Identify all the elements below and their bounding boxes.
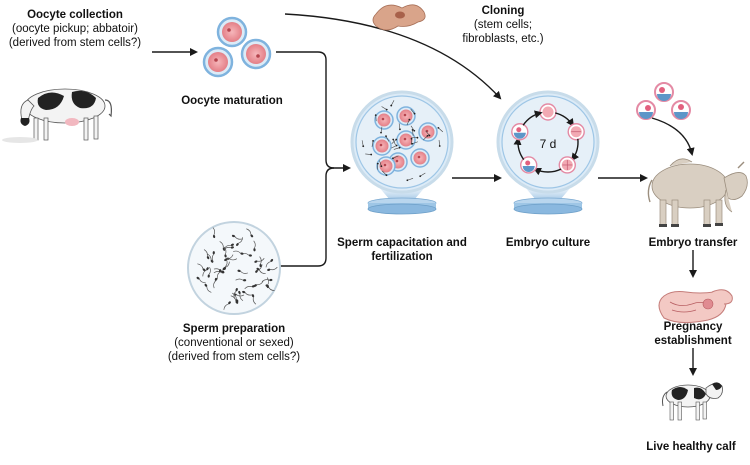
pregnancy-label: Pregnancy establishment bbox=[646, 320, 740, 348]
calf-title: Live healthy calf bbox=[646, 441, 736, 453]
pregnancy-line2: establishment bbox=[654, 335, 732, 347]
embryo-transfer-label: Embryo transfer bbox=[640, 236, 746, 250]
oocyte-collection-sub1: (oocyte pickup; abbatoir) bbox=[12, 23, 138, 35]
sperm-preparation-title: Sperm preparation bbox=[182, 323, 286, 335]
fibroblast-icon bbox=[372, 4, 426, 31]
fertilization-dish-icon bbox=[350, 90, 454, 215]
connector-maturation-to-merge bbox=[276, 51, 351, 172]
sperm-preparation-sub2: (derived from stem cells?) bbox=[167, 351, 301, 363]
embryo-culture-title: Embryo culture bbox=[505, 237, 591, 249]
culture-duration: 7 d bbox=[539, 137, 557, 151]
fertilization-line2: fertilization bbox=[371, 251, 433, 263]
embryo-culture-label: Embryo culture bbox=[500, 236, 596, 250]
arrow-cloning-to-culture bbox=[284, 13, 502, 100]
arrow-embryos-to-bull bbox=[651, 117, 695, 156]
cow-icon bbox=[2, 88, 112, 143]
fertilization-line1: Sperm capacitation and bbox=[337, 237, 467, 249]
connector-sperm-to-merge bbox=[276, 167, 335, 267]
pregnancy-line1: Pregnancy bbox=[663, 321, 723, 333]
sperm-preparation-sub1: (conventional or sexed) bbox=[174, 337, 294, 349]
oocyte-collection-sub2: (derived from stem cells?) bbox=[8, 37, 142, 49]
recipient-cow-icon bbox=[647, 158, 748, 227]
uterus-icon bbox=[658, 289, 733, 324]
calf-label: Live healthy calf bbox=[632, 440, 750, 454]
cloning-title: Cloning bbox=[481, 5, 525, 17]
embryo-transfer-title: Embryo transfer bbox=[648, 237, 738, 249]
cloning-label: Cloning (stem cells; fibroblasts, etc.) bbox=[444, 4, 562, 46]
blastocyst-icons bbox=[636, 82, 691, 120]
embryo-culture-dish-icon bbox=[496, 90, 600, 215]
culture-duration-label: 7 d bbox=[533, 137, 563, 151]
oocyte-maturation-icon bbox=[202, 16, 272, 78]
connector-arrows bbox=[152, 13, 697, 376]
oocyte-collection-label: Oocyte collection (oocyte pickup; abbato… bbox=[0, 8, 150, 50]
oocyte-maturation-title: Oocyte maturation bbox=[181, 95, 283, 107]
oocyte-collection-title: Oocyte collection bbox=[27, 9, 123, 21]
calf-icon bbox=[662, 382, 723, 421]
cloning-sub1: (stem cells; bbox=[473, 19, 533, 31]
sperm-preparation-icon bbox=[187, 221, 281, 315]
fertilization-label: Sperm capacitation and fertilization bbox=[336, 236, 468, 264]
oocyte-maturation-label: Oocyte maturation bbox=[170, 94, 294, 108]
cloning-sub2: fibroblasts, etc.) bbox=[462, 33, 544, 45]
sperm-preparation-label: Sperm preparation (conventional or sexed… bbox=[150, 322, 318, 364]
